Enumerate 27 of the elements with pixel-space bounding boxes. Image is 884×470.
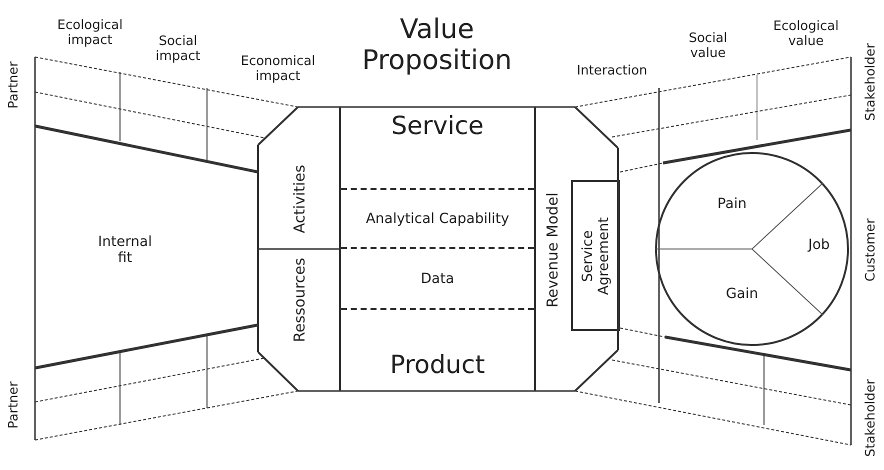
agreement-box: [571, 180, 620, 331]
section-label: Internal fit: [97, 234, 153, 266]
column-heading: Ecological value: [772, 20, 840, 50]
section-label: Gain: [726, 286, 758, 302]
column-heading: Interaction: [576, 64, 648, 80]
section-label: Data: [420, 270, 454, 287]
section-label: Revenue Model: [544, 192, 562, 308]
column-heading: Social value: [688, 32, 728, 62]
section-label: Analytical Capability: [366, 210, 510, 227]
column-heading: Economical impact: [240, 55, 316, 85]
side-label: Stakeholder: [864, 43, 880, 121]
diagram-title: Value Proposition: [361, 14, 513, 76]
section-label: Job: [808, 236, 830, 254]
section-label: Ressources: [291, 257, 309, 342]
section-heading: Product: [389, 351, 486, 380]
capability-band: [341, 188, 534, 249]
column-heading: Ecological impact: [56, 19, 124, 49]
side-label: Stakeholder: [864, 379, 880, 457]
column-heading: Social impact: [154, 35, 202, 65]
section-label: Service Agreement: [579, 216, 612, 296]
section-label: Pain: [717, 196, 747, 212]
section-heading: Service: [390, 112, 485, 141]
customer-profile-circle: [655, 152, 849, 346]
section-label: Activities: [291, 164, 309, 233]
side-label: Customer: [864, 218, 880, 282]
side-label: Partner: [8, 381, 22, 429]
side-label: Partner: [8, 61, 22, 109]
